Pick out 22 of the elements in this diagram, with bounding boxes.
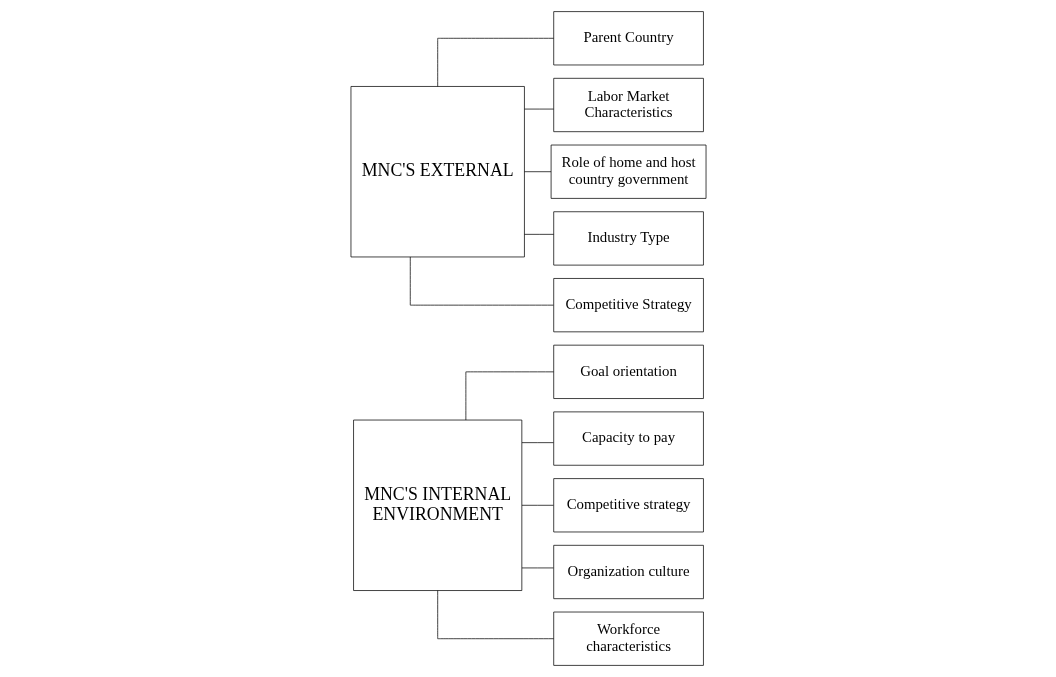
connector (521, 504, 554, 506)
connector (465, 371, 554, 421)
node-box: Organization culture (552, 544, 704, 600)
node-box: Goal orientation (552, 344, 704, 399)
node-box: Competitive Strategy (552, 278, 704, 333)
connector (523, 234, 554, 235)
node-box: Industry Type (552, 211, 704, 266)
node-box: MNC'S INTERNAL ENVIRONMENT (352, 419, 522, 591)
connector (436, 37, 554, 87)
connector (523, 108, 554, 110)
connector (521, 567, 554, 569)
connector (523, 171, 551, 173)
connector (409, 256, 554, 306)
node-box: Labor Market Characteristics (552, 77, 704, 133)
connector (436, 590, 554, 640)
node-box: MNC'S EXTERNAL (350, 86, 525, 258)
node-box: Capacity to pay (552, 411, 704, 466)
node-box: Parent Country (552, 11, 704, 66)
connector (521, 442, 554, 443)
node-box: Competitive strategy (552, 478, 704, 533)
node-box: Role of home and host country government (550, 144, 706, 199)
node-box: Workforce characteristics (552, 611, 704, 666)
